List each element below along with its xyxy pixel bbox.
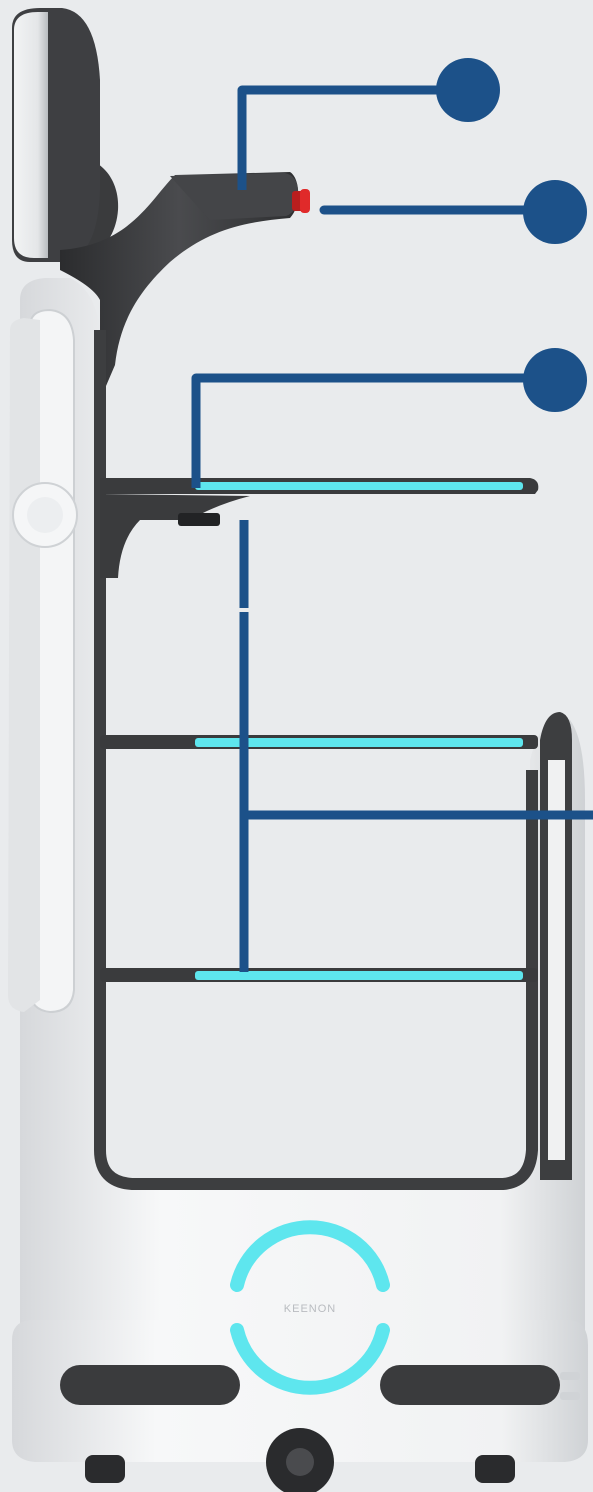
callout-handle: [242, 58, 500, 190]
emergency-stop-button: [292, 189, 310, 213]
callout-stop-button: [324, 180, 587, 244]
brand-logo: KEENON: [284, 1303, 336, 1315]
bottom-tray: [100, 968, 538, 982]
middle-tray: [100, 735, 538, 749]
head-screen: [12, 8, 118, 262]
side-handle: [8, 310, 77, 1012]
callout-top-tray: [196, 348, 587, 488]
top-tray: [100, 478, 538, 578]
